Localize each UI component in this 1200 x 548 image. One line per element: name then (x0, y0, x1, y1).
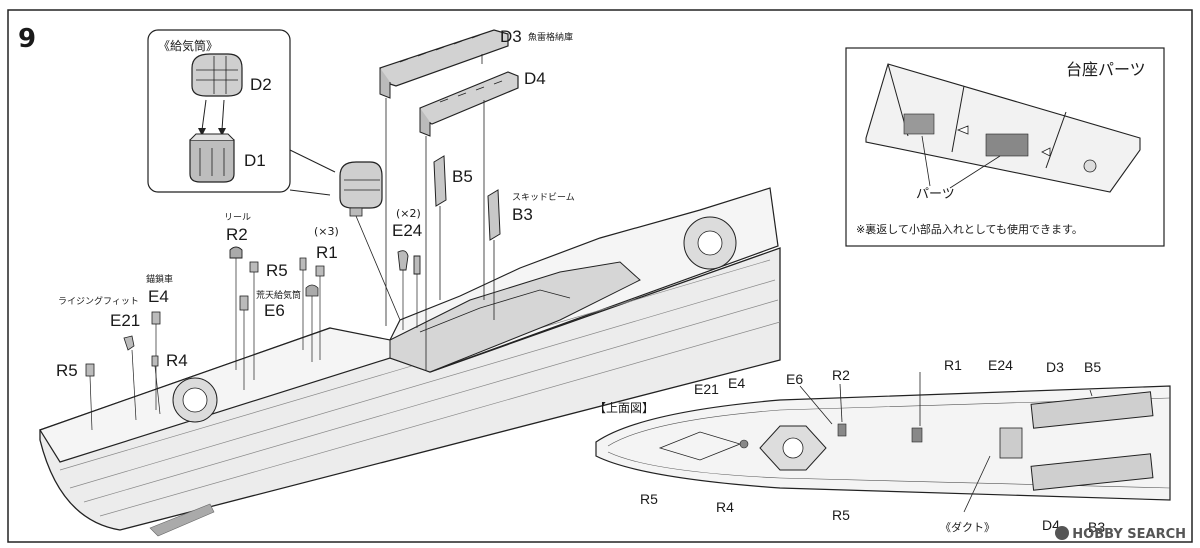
label-r5-upper: R5 (266, 261, 288, 280)
tv-label-d3: D3 (1046, 359, 1064, 375)
label-e6: E6 (264, 301, 285, 320)
tv-label-b5: B5 (1084, 359, 1102, 375)
label-r1-qty: (×3) (314, 225, 339, 238)
label-b3-sub: スキッドビーム (512, 193, 575, 203)
small-parts-drawings (85, 246, 421, 431)
label-d3-sub: 魚雷格納庫 (528, 33, 574, 43)
label-e24: E24 (392, 221, 423, 240)
base-parts-title: 台座パーツ (1066, 60, 1146, 79)
watermark-logo-icon (1055, 526, 1070, 540)
label-d1: D1 (244, 151, 266, 170)
label-e6-sub: 荒天給気筒 (256, 291, 302, 301)
tv-label-e24: E24 (988, 357, 1013, 373)
top-view-title: 【上面図】 (594, 401, 655, 415)
inset-supply-box (147, 29, 336, 196)
tv-label-e6: E6 (786, 371, 804, 387)
base-parts-note: ※裏返して小部品入れとしても使用できます。 (856, 223, 1083, 236)
ship-hull (39, 187, 781, 537)
label-e24-qty: (×2) (396, 207, 421, 220)
tv-label-r1: R1 (944, 357, 962, 373)
label-e4: E4 (148, 287, 169, 306)
label-b5: B5 (452, 167, 473, 186)
label-r4: R4 (166, 351, 188, 370)
top-view-drawing (595, 372, 1171, 513)
part-b3-drawing (487, 189, 501, 320)
tv-label-b3: B3 (1088, 519, 1106, 535)
label-e21: E21 (110, 311, 141, 330)
base-parts-label: パーツ (916, 187, 955, 202)
tv-label-e21: E21 (694, 381, 719, 397)
part-d1-drawing (189, 133, 235, 183)
label-r2: R2 (226, 225, 248, 244)
supply-tube-assembled (339, 161, 401, 321)
label-r5-left: R5 (56, 361, 78, 380)
tv-label-r5-a: R5 (640, 491, 658, 507)
tv-label-duct: 《ダクト》 (940, 521, 995, 534)
step-number: 9 (18, 24, 37, 54)
tv-label-e4: E4 (728, 375, 746, 391)
label-e4-sub: 錨鎖車 (146, 275, 174, 285)
part-d2-drawing (191, 53, 243, 97)
label-e21-sub: ライジングフィット (58, 297, 139, 307)
part-d3-drawing (379, 29, 509, 326)
watermark-text: HOBBY SEARCH (1072, 527, 1186, 542)
label-d2: D2 (250, 75, 272, 94)
label-d4: D4 (524, 69, 546, 88)
label-d3: D3 (500, 27, 522, 46)
part-b5-drawing (433, 155, 447, 300)
part-d4-drawing (419, 71, 519, 370)
tv-label-r2: R2 (832, 367, 850, 383)
tv-label-r5-b: R5 (832, 507, 850, 523)
diagram-frame (7, 9, 1193, 543)
label-r2-sub: リール (224, 213, 252, 223)
watermark: HOBBY SEARCH (1055, 526, 1186, 542)
label-b3: B3 (512, 205, 533, 224)
inset-supply-title: 《給気筒》 (158, 39, 219, 53)
base-parts-box (845, 47, 1165, 247)
tv-label-r4: R4 (716, 499, 734, 515)
label-r1: R1 (316, 243, 338, 262)
